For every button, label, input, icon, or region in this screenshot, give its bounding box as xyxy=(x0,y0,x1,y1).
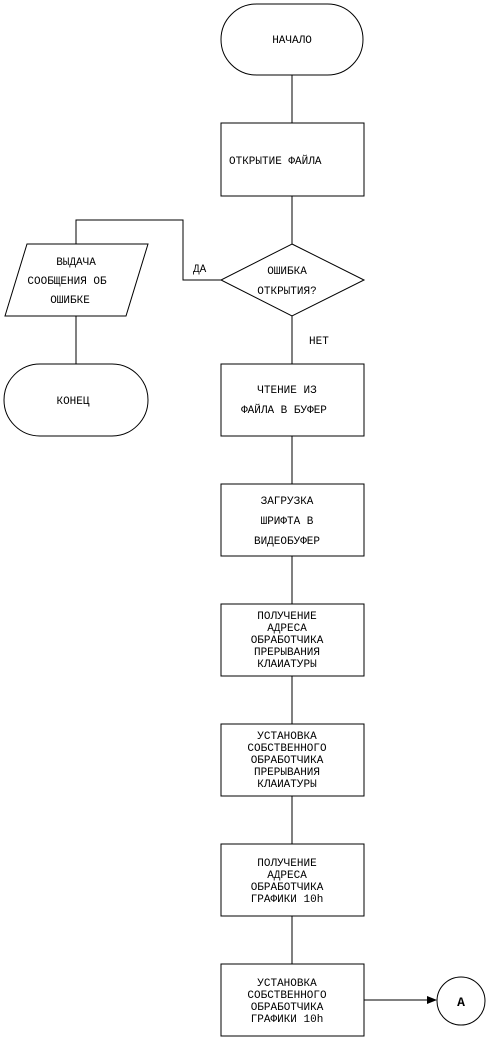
process-load-font: ЗАГРУЗКА ШРИФТА В ВИДЕОБУФЕР xyxy=(220,483,365,557)
arrow-head xyxy=(427,996,437,1004)
io-error-message: ВЫДАЧА СООБЩЕНИЯ ОБ ОШИБКЕ xyxy=(4,243,149,317)
process-set-kbd-handler: УСТАНОВКА СОБСТВЕННОГО ОБРАБОТЧИКА ПРЕРЫ… xyxy=(220,723,365,797)
load-font-box xyxy=(220,483,365,557)
set-kbd-line-2: СОБСТВЕННОГО xyxy=(247,743,327,755)
set-kbd-box xyxy=(220,723,365,797)
read-file-line-1: ЧТЕНИЕ ИЗ xyxy=(257,385,317,397)
error-output-line-3: ОШИБКЕ xyxy=(50,295,90,307)
set-gfx-line-1: УСТАНОВКА xyxy=(257,978,317,990)
decision-open-error: ОШИБКА ОТКРЫТИЯ? xyxy=(219,243,366,317)
set-kbd-line-3: ОБРАБОТЧИКА xyxy=(251,755,324,767)
get-gfx-box xyxy=(220,843,365,917)
get-gfx-line-4: ГРАФИКИ 10h xyxy=(251,894,324,906)
set-kbd-line-4: ПРЕРЫВАНИЯ xyxy=(254,767,320,779)
connector-a: А xyxy=(436,976,486,1026)
flow-lines xyxy=(75,75,437,1004)
process-get-kbd-handler: ПОЛУЧЕНИЕ АДРЕСА ОБРАБОТЧИКА ПРЕРЫВАНИЯ … xyxy=(220,603,365,677)
error-output-line-1: ВЫДАЧА xyxy=(56,257,96,269)
set-gfx-line-2: СОБСТВЕННОГО xyxy=(247,990,327,1002)
get-gfx-line-3: ОБРАБОТЧИКА xyxy=(251,882,324,894)
get-kbd-line-1: ПОЛУЧЕНИЕ xyxy=(257,611,317,623)
get-kbd-box xyxy=(220,603,365,677)
error-output-shape xyxy=(4,243,149,317)
start-terminator: НАЧАЛО xyxy=(220,3,364,76)
decision-shape xyxy=(219,243,366,317)
decision-label-line-2: ОТКРЫТИЯ? xyxy=(257,286,316,298)
read-file-box xyxy=(220,363,365,437)
get-kbd-line-4: ПРЕРЫВАНИЯ xyxy=(254,647,320,659)
set-gfx-box xyxy=(220,963,365,1037)
load-font-line-1: ЗАГРУЗКА xyxy=(261,496,314,508)
get-kbd-line-5: КЛАИАТУРЫ xyxy=(257,659,317,671)
connector-shape xyxy=(436,976,486,1026)
set-gfx-line-3: ОБРАБОТЧИКА xyxy=(251,1002,324,1014)
set-kbd-line-1: УСТАНОВКА xyxy=(257,731,317,743)
process-get-gfx-handler: ПОЛУЧЕНИЕ АДРЕСА ОБРАБОТЧИКА ГРАФИКИ 10h xyxy=(220,843,365,917)
set-gfx-line-4: ГРАФИКИ 10h xyxy=(251,1014,324,1026)
end-label: КОНЕЦ xyxy=(56,396,89,408)
end-shape xyxy=(3,363,149,437)
get-gfx-line-2: АДРЕСА xyxy=(267,870,307,882)
end-terminator: КОНЕЦ xyxy=(3,363,149,437)
read-file-line-2: ФАЙЛА В БУФЕР xyxy=(241,403,327,417)
get-kbd-line-3: ОБРАБОТЧИКА xyxy=(251,635,324,647)
error-output-line-2: СООБЩЕНИЯ ОБ xyxy=(27,276,107,288)
connector-label: А xyxy=(457,995,465,1010)
process-set-gfx-handler: УСТАНОВКА СОБСТВЕННОГО ОБРАБОТЧИКА ГРАФИ… xyxy=(220,963,365,1037)
set-kbd-line-5: КЛАИАТУРЫ xyxy=(257,779,317,791)
get-kbd-line-2: АДРЕСА xyxy=(267,623,307,635)
start-shape xyxy=(220,3,364,76)
open-file-label: ОТКРЫТИЕ ФАЙЛА xyxy=(229,154,322,168)
process-read-file: ЧТЕНИЕ ИЗ ФАЙЛА В БУФЕР xyxy=(220,363,365,437)
open-file-box xyxy=(220,122,365,197)
load-font-line-3: ВИДЕОБУФЕР xyxy=(254,536,320,548)
yes-label: ДА xyxy=(193,264,207,276)
process-open-file: ОТКРЫТИЕ ФАЙЛА xyxy=(220,122,365,197)
line-decision-yes xyxy=(75,219,221,281)
decision-label-line-1: ОШИБКА xyxy=(267,266,307,278)
get-gfx-line-1: ПОЛУЧЕНИЕ xyxy=(257,858,317,870)
no-label: НЕТ xyxy=(309,336,329,348)
start-label: НАЧАЛО xyxy=(272,35,312,47)
load-font-line-2: ШРИФТА В xyxy=(261,516,314,528)
